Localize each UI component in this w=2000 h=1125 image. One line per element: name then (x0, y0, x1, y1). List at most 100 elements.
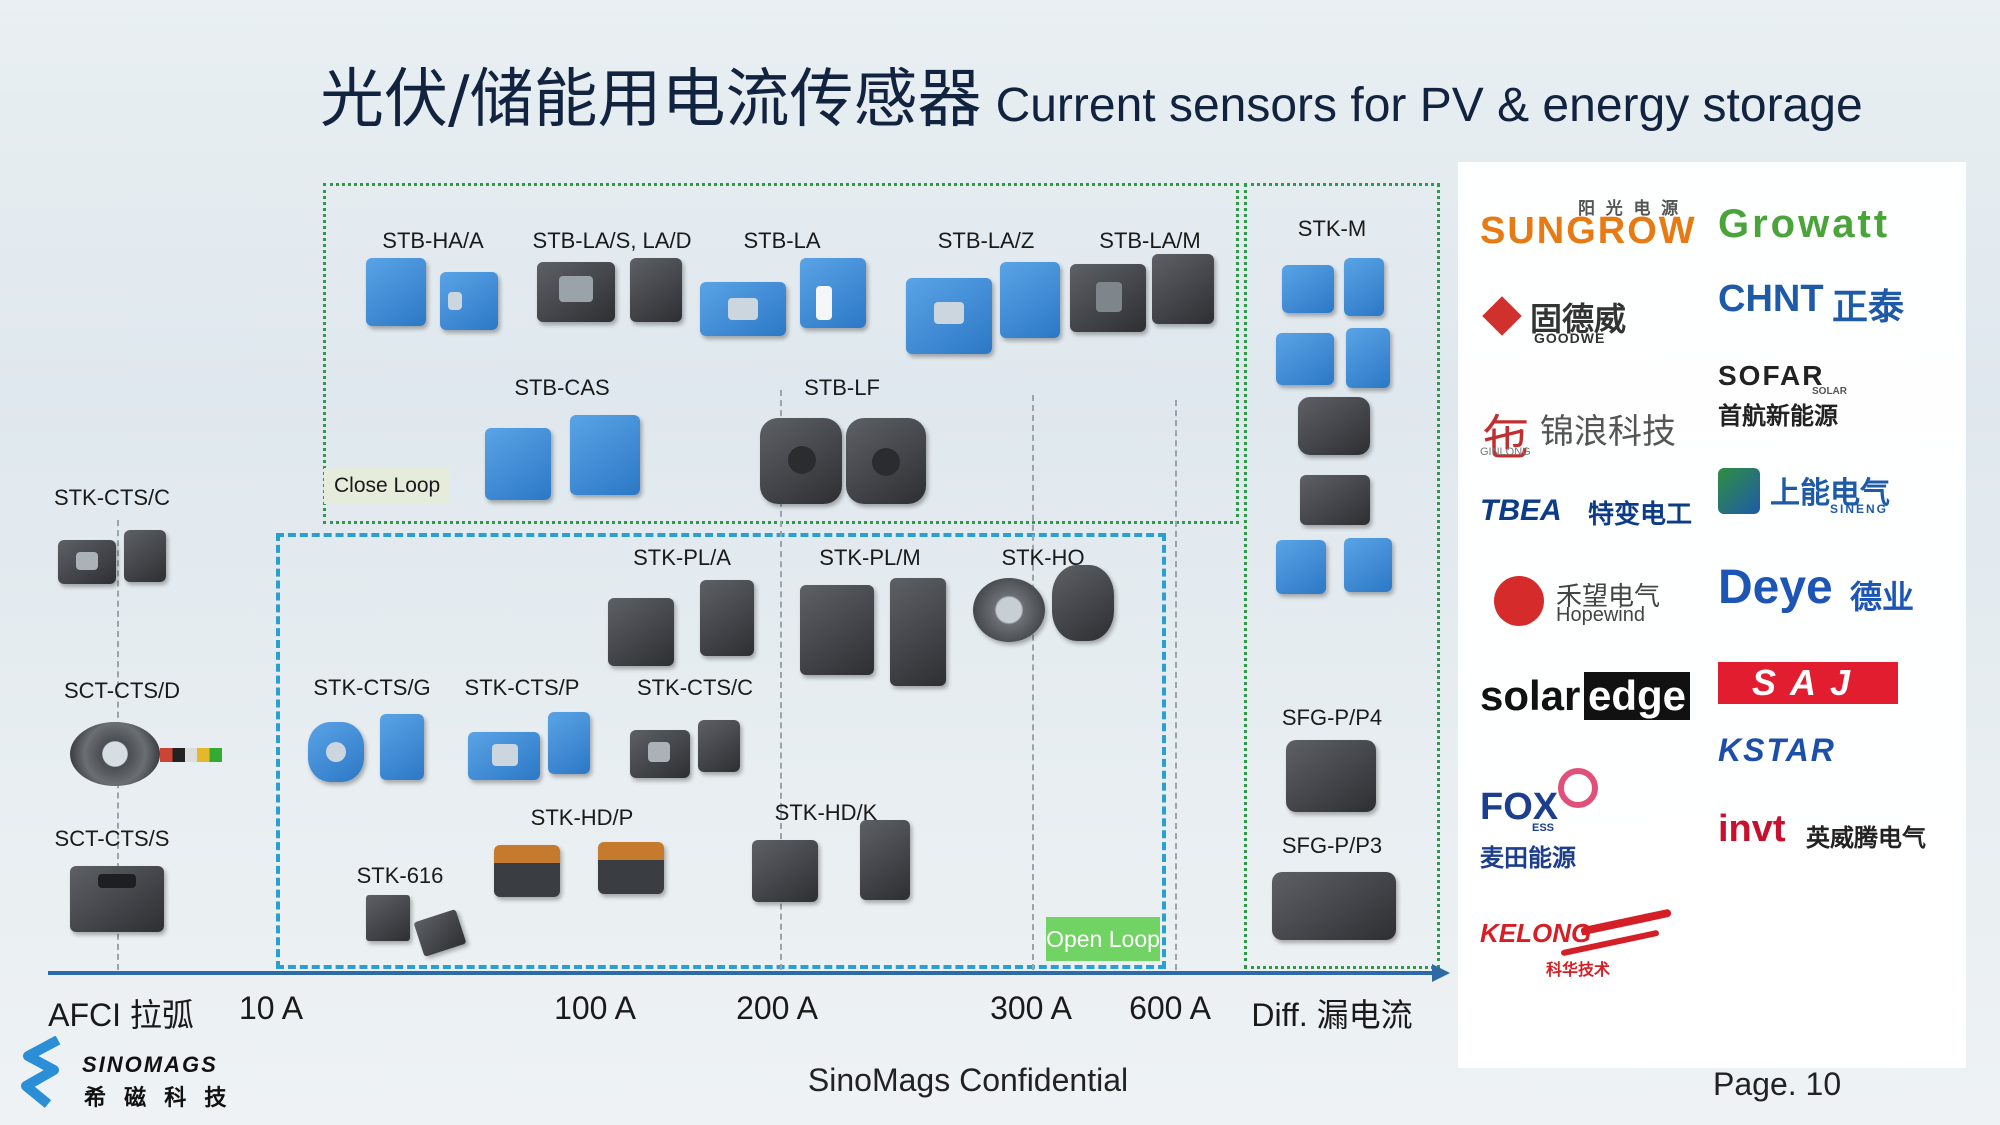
product-label-stk-hd-p: STK-HD/P (530, 805, 634, 830)
product-label-stk-m: STK-M (1297, 216, 1367, 241)
logo-saj: SAJ (1718, 662, 1899, 704)
open-loop-label: Open Loop (1046, 917, 1160, 961)
product-image-stk-pl-a-2 (700, 580, 754, 656)
product-image-stk-cts-c-left-2 (124, 530, 166, 582)
logo-goodwe-cn: 固德威 (1530, 301, 1627, 337)
logo-sofar: SOFAR (1718, 360, 1825, 391)
logo-kstar: KSTAR (1718, 732, 1836, 768)
product-image-stk-pl-a (608, 598, 674, 666)
tick-600a: 600 A (1129, 990, 1211, 1026)
logo-kelong-cn: 科华技术 (1546, 962, 1611, 979)
product-label-stk-pl-a: STK-PL/A (633, 545, 731, 570)
logo-solaredge-b: edge (1584, 672, 1691, 720)
product-image-stk-ho-2 (1052, 565, 1114, 641)
product-image-stb-la-d (630, 258, 682, 322)
product-image-stk-pl-m-2 (890, 578, 946, 686)
logo-sineng: SINENG (1830, 502, 1889, 516)
product-image-stk-cts-g-2 (380, 714, 424, 780)
logo-hopewind-cn: 禾望电气 (1556, 581, 1661, 611)
product-label-sfg-p-p4: SFG-P/P4 (1281, 705, 1383, 730)
product-label-stk-cts-g: STK-CTS/G (313, 675, 431, 700)
logo-ginlong-cn: 锦浪科技 (1540, 412, 1676, 452)
product-image-stk-m-6 (1300, 475, 1370, 525)
logo-sofar-cn: 首航新能源 (1718, 403, 1838, 430)
product-image-sct-cts-d-wires (160, 748, 222, 762)
close-loop-label: Close Loop (324, 468, 451, 504)
guide-300a (1032, 395, 1034, 970)
product-image-stk-cts-c-left (58, 540, 116, 584)
logo-kelong: KELONG (1480, 918, 1592, 948)
product-label-stk-cts-p: STK-CTS/P (464, 675, 580, 700)
product-image-stk-cts-p-2 (548, 712, 590, 774)
logo-sofar-sub: SOLAR (1812, 386, 1847, 397)
logo-chint: CHNT (1718, 278, 1824, 320)
footer-brand-cn: 希 磁 科 技 (84, 1085, 233, 1110)
product-image-stk-m-7 (1276, 540, 1326, 594)
logo-hopewind: Hopewind (1556, 604, 1645, 626)
logo-deye: Deye (1718, 561, 1833, 614)
page-number: Page. 10 (1713, 1066, 1842, 1102)
product-label-stb-la-m: STB-LA/M (1099, 228, 1201, 253)
diff-box (1244, 183, 1440, 969)
product-image-stk-hd-k-2 (860, 820, 910, 900)
tick-300a: 300 A (990, 990, 1072, 1026)
tick-diff: Diff. 漏电流 (1251, 997, 1413, 1033)
logo-fox-ess: ESS (1532, 822, 1555, 834)
sinomags-logo (18, 1035, 74, 1113)
tick-100a: 100 A (554, 990, 636, 1026)
logo-sineng-icon (1718, 468, 1760, 514)
product-image-sfg-p-p3 (1272, 872, 1396, 940)
product-image-stk-cts-c-2 (698, 720, 740, 772)
product-image-stb-lf-2 (846, 418, 926, 504)
product-image-stk-m-2 (1344, 258, 1384, 316)
product-image-stk-m-5 (1298, 397, 1370, 455)
product-image-stk-m-4 (1346, 328, 1390, 388)
product-image-stb-ha-a-2 (440, 272, 498, 330)
open-loop-box (276, 533, 1166, 969)
logo-tbea: TBEA (1480, 494, 1562, 527)
logo-ginlong: GINLONG (1480, 446, 1531, 458)
logo-solaredge-a: solar (1480, 672, 1581, 719)
logo-fox-icon (1558, 768, 1598, 808)
product-label-stk-cts-c: STK-CTS/C (636, 675, 754, 700)
product-image-stk-hd-k (752, 840, 818, 902)
product-image-stk-cts-p (468, 732, 540, 780)
product-image-stb-la-s (537, 262, 615, 322)
logo-fox-cn: 麦田能源 (1480, 845, 1576, 872)
product-image-stb-cas-2 (570, 415, 640, 495)
product-image-stb-la (700, 282, 786, 336)
logo-goodwe: GOODWE (1534, 330, 1606, 346)
sinomags-logo-icon (21, 1035, 61, 1108)
product-image-stb-la-z-2 (1000, 262, 1060, 338)
logo-sineng-cn: 上能电气 (1770, 477, 1890, 510)
current-axis (48, 971, 1438, 975)
product-image-stb-cas (485, 428, 551, 500)
logo-ginlong-mark: 㐌 (1482, 412, 1531, 465)
guide-600a (1175, 400, 1177, 970)
product-image-stb-ha-a (366, 258, 426, 326)
logo-tbea-cn: 特变电工 (1588, 499, 1693, 529)
title-chinese: 光伏/储能用电流传感器 (320, 63, 982, 137)
product-image-stk-m-3 (1276, 333, 1334, 385)
product-image-stk-hd-p-2 (598, 842, 664, 894)
product-label-stb-cas: STB-CAS (514, 375, 610, 400)
product-label-stk-cts-c-left: STK-CTS/C (53, 485, 171, 510)
product-image-stb-la-m-2 (1152, 254, 1214, 324)
logo-growatt: Growatt (1718, 202, 1891, 246)
guide-200a (780, 390, 782, 970)
logo-sungrow-cn: 阳 光 电 源 (1578, 199, 1682, 218)
product-label-stk-hd-k: STK-HD/K (774, 800, 878, 825)
product-image-sfg-p-p4 (1286, 740, 1376, 812)
logo-hopewind-icon (1494, 576, 1544, 626)
product-image-stk-cts-g (308, 722, 364, 782)
product-label-sct-cts-s: SCT-CTS/S (54, 826, 170, 851)
logo-chint-cn: 正泰 (1832, 286, 1905, 327)
product-image-stk-cts-c (630, 730, 690, 778)
product-label-stb-lf: STB-LF (804, 375, 880, 400)
title-english: Current sensors for PV & energy storage (995, 79, 1863, 132)
product-label-stb-la-s: STB-LA/S, LA/D (532, 228, 692, 253)
product-label-sct-cts-d: SCT-CTS/D (63, 678, 181, 703)
product-image-stk-hd-p (494, 845, 560, 897)
product-label-stb-ha-a: STB-HA/A (382, 228, 484, 253)
product-image-stk-ho (973, 578, 1045, 642)
